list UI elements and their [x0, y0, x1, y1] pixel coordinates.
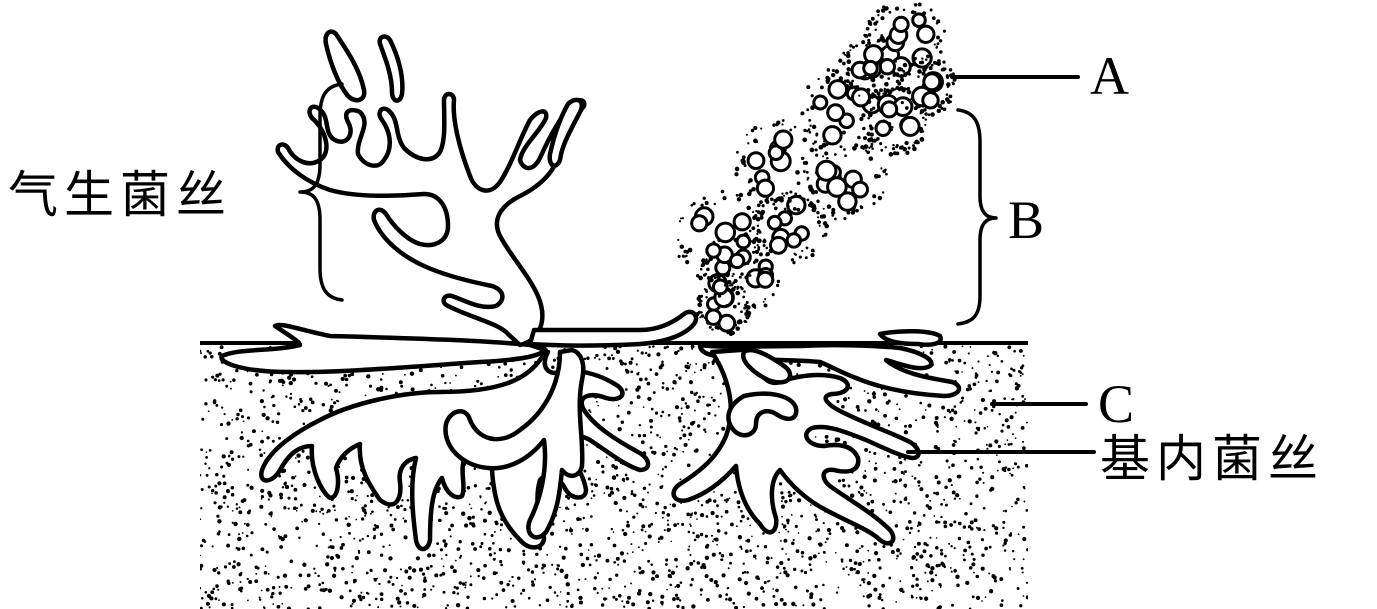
spore	[758, 272, 773, 287]
spore	[828, 105, 844, 121]
spore	[918, 26, 934, 42]
label-c: C	[1098, 374, 1134, 434]
spore	[864, 61, 878, 75]
label-b: B	[1008, 190, 1044, 250]
spore-chain-brace	[958, 110, 996, 324]
spore	[692, 216, 707, 231]
aerial-mycelium-label: 气生菌丝	[8, 167, 232, 223]
spore	[913, 14, 926, 27]
spore	[748, 153, 764, 169]
spore	[757, 180, 773, 196]
spore	[814, 96, 827, 109]
spore	[882, 102, 897, 117]
spore	[824, 127, 841, 144]
spore	[716, 223, 735, 242]
spore	[707, 244, 720, 257]
substrate-mycelium-label: 基内菌丝	[1100, 431, 1324, 487]
spore	[924, 74, 940, 90]
spore-chain	[677, 3, 956, 336]
spore	[901, 117, 919, 135]
label-a: A	[1090, 46, 1129, 106]
spore	[775, 131, 792, 148]
spore	[771, 237, 787, 253]
spore	[713, 280, 727, 294]
spore	[880, 59, 894, 73]
spore	[768, 216, 781, 229]
spore	[737, 235, 750, 248]
spore	[734, 214, 750, 230]
spore	[876, 121, 890, 135]
spore	[730, 254, 743, 267]
spore	[923, 93, 938, 108]
spore	[706, 310, 720, 324]
spore	[829, 81, 847, 99]
spore	[817, 161, 836, 180]
spore	[894, 17, 908, 31]
spore	[787, 234, 800, 247]
